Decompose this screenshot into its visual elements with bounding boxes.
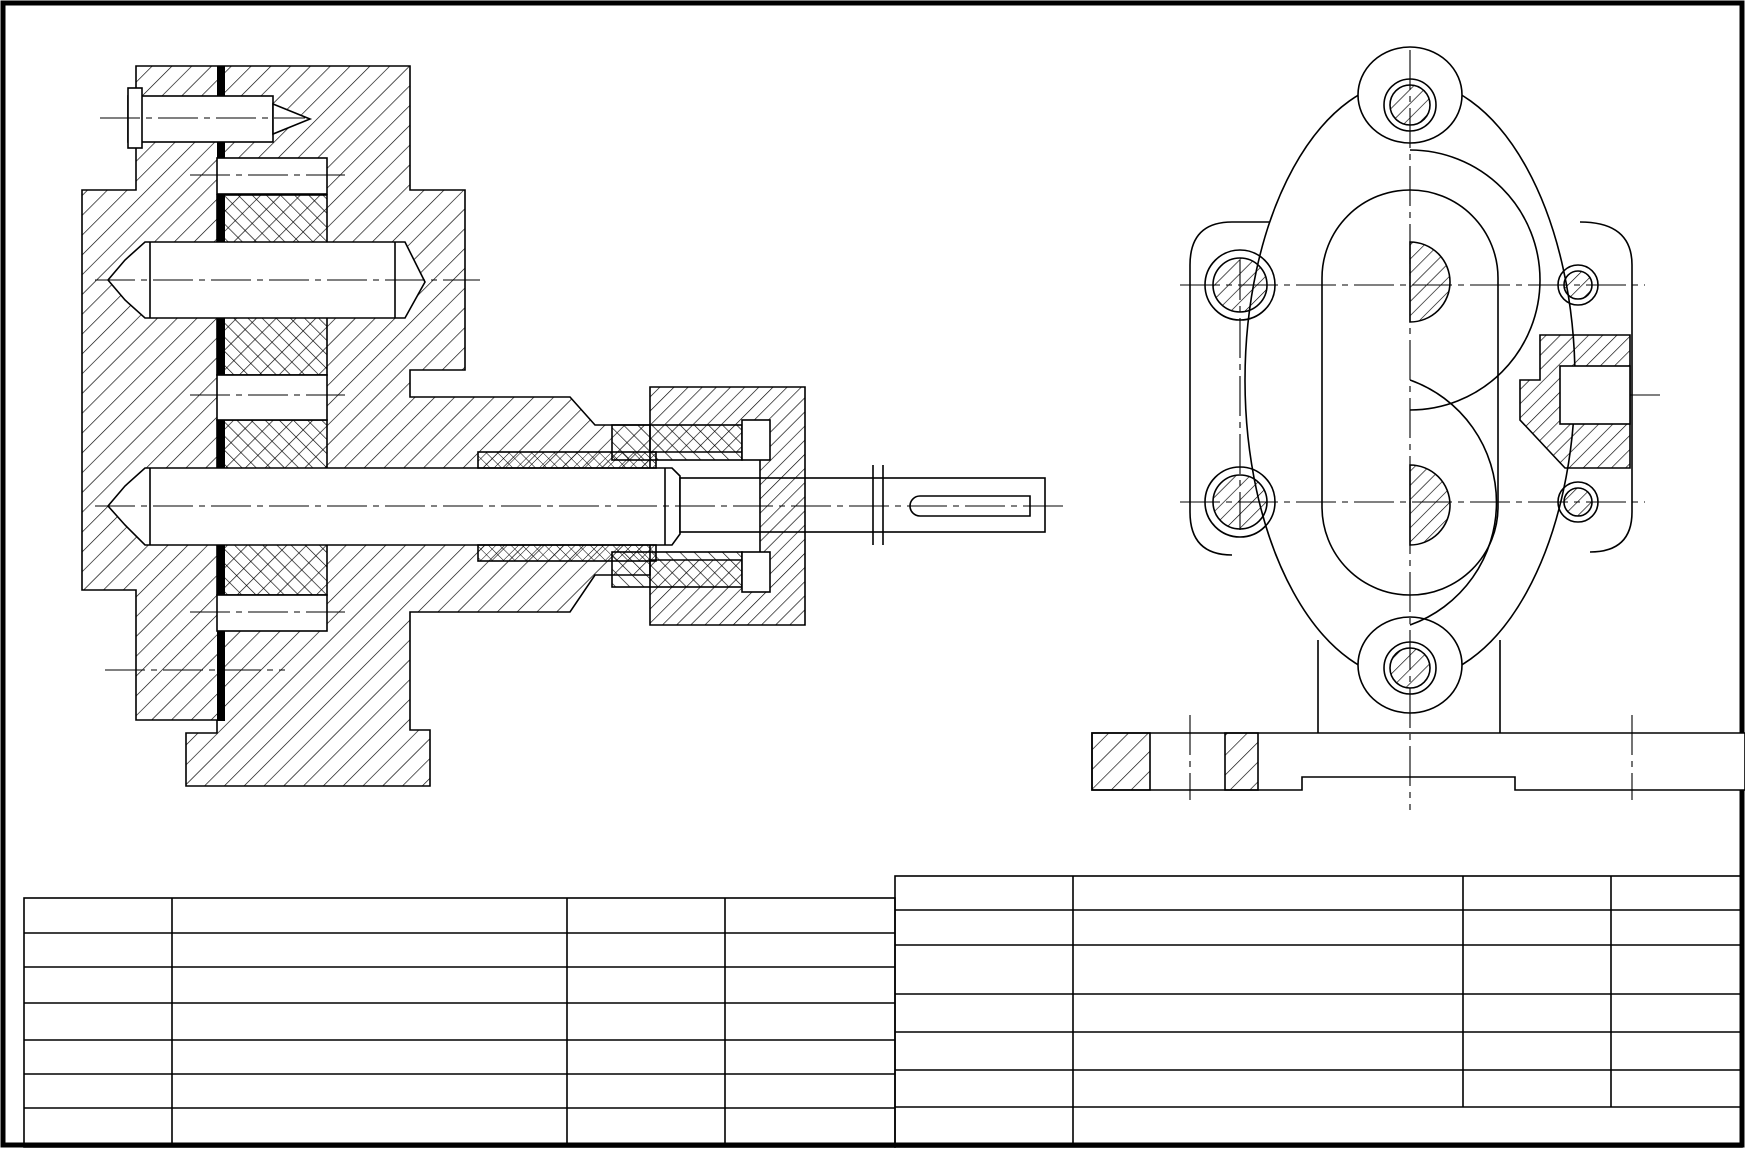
table-left: [23, 897, 896, 1148]
outlet-plug: [1559, 365, 1631, 425]
front-section-view: [81, 65, 1065, 787]
centerlines-side: [1180, 50, 1660, 810]
bolt-top: [127, 95, 274, 143]
flange-outline: [1189, 221, 1633, 556]
upper-shaft: [106, 241, 426, 319]
gland-upper: [611, 424, 743, 461]
pin-hole-top: [216, 157, 328, 195]
gear-circle-upper: [1409, 149, 1541, 411]
pin-hole-mid: [216, 374, 328, 421]
side-half-section-view: [1091, 46, 1745, 810]
table-right: [894, 875, 1743, 1148]
base-section-left: [1091, 732, 1151, 791]
shaft-extension: [679, 477, 1046, 533]
shaft-section-lower: [1409, 464, 1451, 546]
centerlines-front: [95, 117, 1065, 671]
base-section-inner: [1224, 732, 1259, 791]
gland-lower: [611, 551, 743, 588]
pin-hole-bottom: [216, 594, 328, 632]
pump-body: [81, 65, 651, 787]
